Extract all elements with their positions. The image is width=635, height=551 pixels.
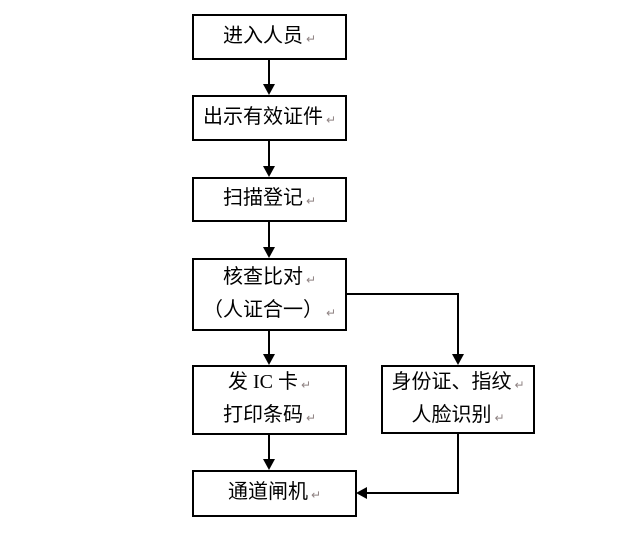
arrowhead-down-icon (263, 354, 275, 365)
connector-biometric-to-gate-vertical (457, 434, 459, 494)
paragraph-return-icon: ↵ (305, 272, 317, 287)
paragraph-return-icon: ↵ (310, 488, 322, 502)
arrowhead-left-icon (356, 487, 367, 499)
paragraph-return-icon: ↵ (300, 378, 312, 392)
paragraph-return-icon: ↵ (325, 112, 337, 127)
node-label: 进入人员 (222, 24, 303, 47)
node-label: 出示有效证件 (202, 105, 323, 128)
node-label: 身份证、指纹 (391, 370, 512, 393)
arrowhead-down-icon (263, 84, 275, 95)
arrowhead-down-icon (263, 166, 275, 177)
flow-node-show-valid-id: 出示有效证件 ↵ (192, 95, 347, 141)
flow-node-issue-ic-card: 发 IC 卡 ↵ 打印条码 ↵ (192, 365, 347, 435)
flow-node-enter-personnel: 进入人员 ↵ (192, 14, 347, 60)
paragraph-return-icon: ↵ (305, 31, 317, 46)
paragraph-return-icon: ↵ (325, 305, 337, 320)
connector-biometric-to-gate-horizontal (366, 492, 459, 494)
paragraph-return-icon: ↵ (514, 377, 525, 392)
connector-enter-to-showid (268, 60, 270, 84)
arrowhead-down-icon (452, 354, 464, 365)
arrowhead-down-icon (263, 459, 275, 470)
connector-verify-to-biometric-vertical (457, 293, 459, 354)
flow-node-verify-compare: 核查比对 ↵ （人证合一） ↵ (192, 258, 347, 331)
node-label: 核查比对 (222, 265, 303, 288)
arrowhead-down-icon (263, 247, 275, 258)
flow-node-scan-register: 扫描登记 ↵ (192, 177, 347, 222)
flow-node-biometric-check: 身份证、指纹 ↵ 人脸识别 ↵ (381, 365, 535, 434)
paragraph-return-icon: ↵ (305, 411, 317, 425)
connector-verify-to-issuecard (268, 331, 270, 354)
paragraph-return-icon: ↵ (305, 194, 317, 208)
node-label: 打印条码 (222, 404, 303, 426)
connector-showid-to-scan (268, 141, 270, 166)
node-label: （人证合一） (202, 298, 323, 321)
connector-issuecard-to-gate (268, 435, 270, 459)
flow-node-channel-gate: 通道闸机 ↵ (192, 470, 357, 517)
node-label: 扫描登记 (222, 187, 303, 209)
node-label: 发 IC 卡 (227, 371, 298, 393)
node-label: 通道闸机 (227, 481, 308, 503)
paragraph-return-icon: ↵ (494, 410, 505, 425)
node-label: 人脸识别 (411, 403, 492, 426)
connector-scan-to-verify (268, 222, 270, 247)
connector-verify-to-biometric-horizontal (346, 293, 459, 295)
